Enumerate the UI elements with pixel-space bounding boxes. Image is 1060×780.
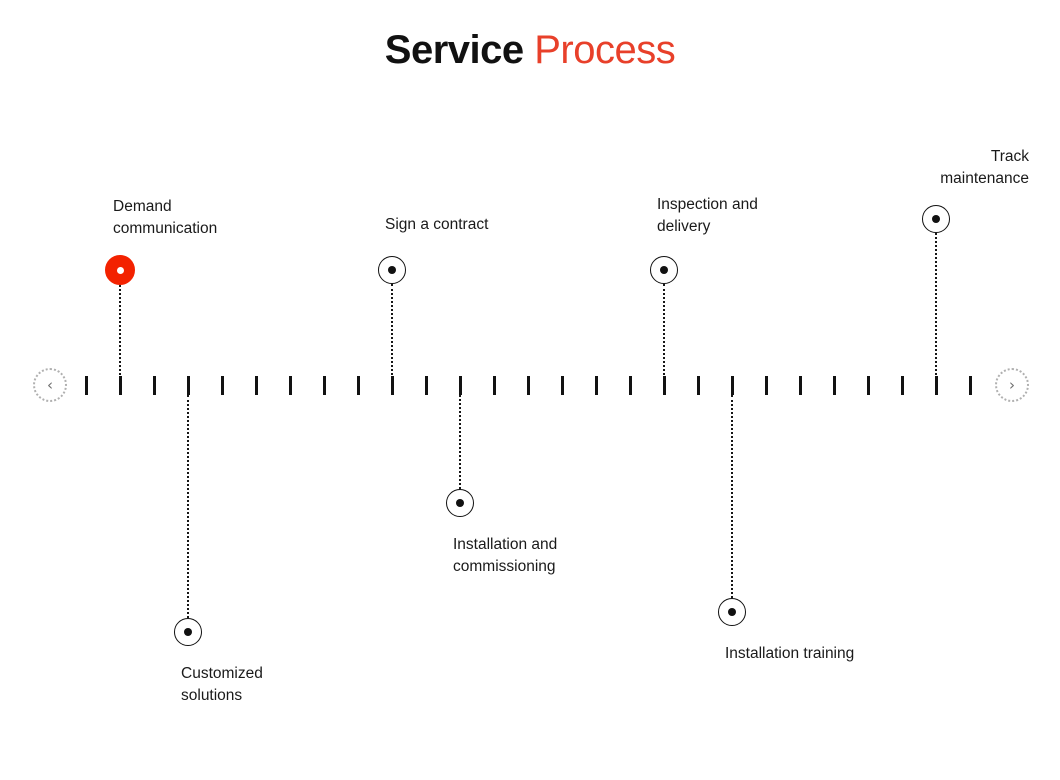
axis-tick — [968, 376, 972, 395]
axis-tick — [84, 376, 88, 395]
axis-tick — [662, 376, 666, 395]
page-title: Service Process — [0, 24, 1060, 76]
axis-tick — [628, 376, 632, 395]
axis-tick — [900, 376, 904, 395]
timeline-next-button[interactable]: › — [995, 368, 1029, 402]
axis-tick — [152, 376, 156, 395]
axis-tick — [560, 376, 564, 395]
milestone-marker-customized-solutions[interactable] — [174, 618, 202, 646]
milestone-marker-track-maintenance[interactable] — [922, 205, 950, 233]
milestone-marker-sign-a-contract[interactable] — [378, 256, 406, 284]
milestone-dot-icon — [184, 628, 192, 636]
axis-tick — [356, 376, 360, 395]
milestone-connector — [391, 284, 393, 375]
milestone-dot-icon — [932, 215, 940, 223]
axis-tick — [730, 376, 734, 395]
axis-tick — [866, 376, 870, 395]
milestone-connector — [731, 395, 733, 598]
milestone-dot-icon — [456, 499, 464, 507]
milestone-marker-installation-and-commissioning[interactable] — [446, 489, 474, 517]
milestone-label-inspection-and-delivery: Inspection and delivery — [657, 196, 758, 235]
axis-tick — [458, 376, 462, 395]
chevron-right-icon: › — [1009, 375, 1015, 394]
axis-tick — [934, 376, 938, 395]
milestone-connector — [459, 395, 461, 489]
axis-tick — [118, 376, 122, 395]
milestone-dot-icon — [116, 266, 124, 274]
axis-tick — [764, 376, 768, 395]
milestone-label-installation-and-commissioning: Installation and commissioning — [453, 536, 558, 575]
milestone-dot-icon — [660, 266, 668, 274]
milestone-connector — [187, 395, 189, 618]
milestone-marker-demand-communication[interactable] — [105, 255, 135, 285]
axis-tick — [424, 376, 428, 395]
axis-tick — [322, 376, 326, 395]
title-bold-part: Service — [384, 28, 524, 72]
milestone-marker-inspection-and-delivery[interactable] — [650, 256, 678, 284]
axis-tick — [186, 376, 190, 395]
axis-tick — [832, 376, 836, 395]
timeline-prev-button[interactable]: ‹ — [33, 368, 67, 402]
axis-tick — [288, 376, 292, 395]
milestone-label-sign-a-contract: Sign a contract — [385, 216, 489, 233]
axis-tick — [254, 376, 258, 395]
title-light-part: Process — [534, 28, 676, 72]
milestone-label-track-maintenance: Track maintenance — [940, 148, 1029, 187]
axis-tick — [220, 376, 224, 395]
axis-tick — [526, 376, 530, 395]
milestone-dot-icon — [388, 266, 396, 274]
axis-tick — [594, 376, 598, 395]
milestone-label-customized-solutions: Customized solutions — [181, 665, 263, 704]
axis-tick — [798, 376, 802, 395]
milestone-connector — [119, 285, 121, 375]
milestone-dot-icon — [728, 608, 736, 616]
axis-tick — [492, 376, 496, 395]
milestone-label-installation-training: Installation training — [725, 645, 855, 662]
milestone-label-demand-communication: Demand communication — [113, 198, 218, 237]
chevron-left-icon: ‹ — [47, 375, 53, 394]
axis-tick — [696, 376, 700, 395]
milestone-connector — [663, 284, 665, 375]
milestone-connector — [935, 233, 937, 375]
milestone-marker-installation-training[interactable] — [718, 598, 746, 626]
axis-tick — [390, 376, 394, 395]
